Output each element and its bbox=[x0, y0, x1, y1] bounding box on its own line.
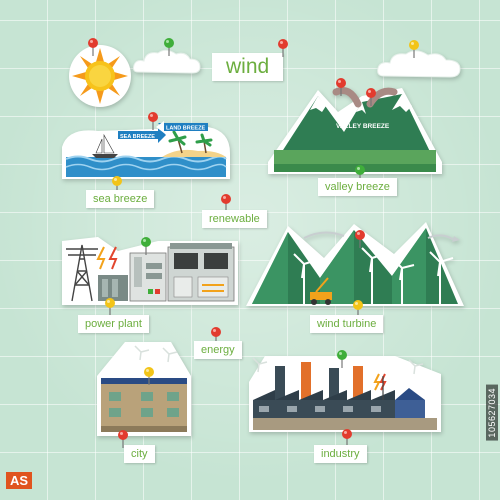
land-breeze-arrow-text: LAND BREEZE bbox=[166, 126, 205, 132]
valley-breeze-mountain-text: VALLEY BREEZE bbox=[336, 123, 390, 130]
brand-logo: AS bbox=[6, 472, 33, 489]
valley-breeze-label: valley breeze bbox=[318, 178, 397, 196]
sea-breeze-label: sea breeze bbox=[86, 190, 155, 208]
industry-label: industry bbox=[314, 445, 367, 463]
power-plant-sticker[interactable] bbox=[58, 233, 242, 309]
red-pushpin-icon bbox=[88, 38, 98, 56]
renewable-label: renewable bbox=[202, 210, 267, 228]
power-plant-label: power plant bbox=[78, 315, 149, 333]
red-pushpin-icon bbox=[366, 88, 376, 106]
red-pushpin-icon bbox=[148, 112, 158, 130]
red-pushpin-icon bbox=[336, 78, 346, 96]
red-pushpin-icon bbox=[278, 39, 288, 57]
green-pushpin-icon bbox=[141, 237, 151, 255]
stock-id-watermark: 105627034 bbox=[486, 385, 498, 441]
cloud-sticker[interactable] bbox=[376, 48, 462, 80]
industry-sticker[interactable] bbox=[245, 352, 445, 434]
energy-label: energy bbox=[194, 341, 242, 359]
red-pushpin-icon bbox=[355, 230, 365, 248]
cloud-sticker[interactable] bbox=[132, 48, 202, 76]
sun-sticker[interactable] bbox=[68, 44, 132, 108]
green-pushpin-icon bbox=[164, 38, 174, 56]
yellow-pushpin-icon bbox=[409, 40, 419, 58]
green-pushpin-icon bbox=[337, 350, 347, 368]
red-pushpin-icon bbox=[211, 327, 221, 345]
yellow-pushpin-icon bbox=[144, 367, 154, 385]
city-label: city bbox=[124, 445, 155, 463]
valley-breeze-sticker[interactable]: VALLEY BREEZE bbox=[266, 82, 444, 176]
wind-turbine-label: wind turbine bbox=[310, 315, 384, 333]
red-pushpin-icon bbox=[118, 430, 128, 448]
sea-breeze-arrow-text: SEA BREEZE bbox=[120, 134, 155, 140]
title-wind-label: wind bbox=[212, 53, 284, 81]
sea-breeze-sticker[interactable]: SEA BREEZE LAND BREEZE bbox=[58, 117, 234, 181]
city-sticker[interactable] bbox=[95, 342, 193, 438]
yellow-pushpin-icon bbox=[105, 298, 115, 316]
wind-turbine-sticker[interactable] bbox=[244, 218, 466, 310]
